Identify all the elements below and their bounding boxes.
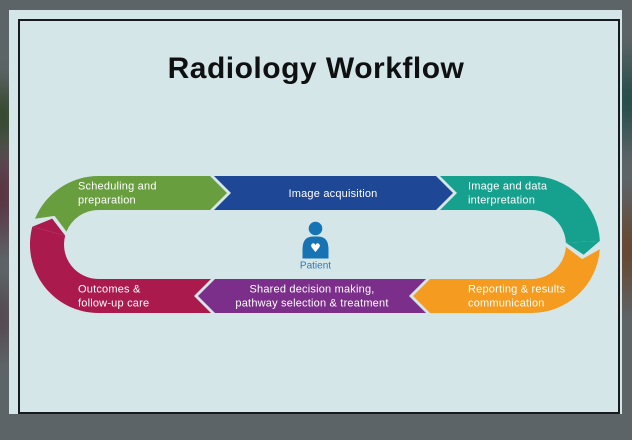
heart-icon: ♥ (310, 241, 321, 255)
page-title: Radiology Workflow (167, 52, 465, 85)
step-shared-decision-label-line1: Shared decision making, (249, 284, 374, 296)
step-outcomes-arrow (30, 226, 211, 313)
step-image-acquisition-arrow (214, 176, 453, 210)
patient-icon: ♥ (302, 221, 329, 259)
step-shared-decision-label-line2: pathway selection & treatment (235, 298, 388, 310)
radiology-workflow-diagram: Scheduling and preparation Image acquisi… (30, 176, 600, 313)
step-outcomes-arrow-tip (32, 218, 66, 236)
step-image-acquisition-label: Image acquisition (288, 188, 377, 200)
patient-label: Patient (300, 261, 331, 272)
step-interpretation-arrow (440, 176, 600, 243)
step-reporting-label-line1: Reporting & results (468, 284, 566, 296)
step-scheduling-arrow (35, 176, 227, 232)
step-interpretation-label-line2: interpretation (468, 195, 535, 207)
step-shared-decision-arrow (198, 279, 426, 313)
patient-icon-body (302, 236, 329, 259)
step-outcomes-label-line1: Outcomes & (78, 284, 141, 296)
slide-card (9, 10, 622, 414)
step-outcomes-label-line2: follow-up care (78, 298, 149, 310)
patient-icon-head (308, 221, 323, 236)
step-scheduling-label-line1: Scheduling and (78, 181, 157, 193)
step-interpretation-arrow-tip (565, 240, 600, 255)
step-scheduling-label-line2: preparation (78, 195, 136, 207)
step-reporting-label-line2: communication (468, 298, 545, 310)
step-interpretation-label-line1: Image and data (468, 181, 548, 193)
step-reporting-arrow (413, 246, 600, 313)
